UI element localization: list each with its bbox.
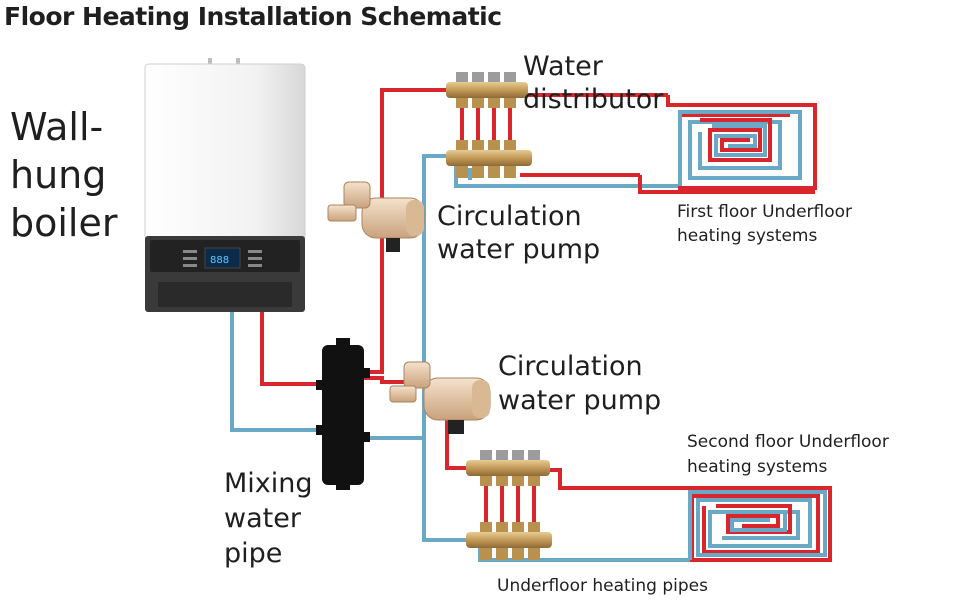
wall-hung-boiler: 888 (144, 58, 306, 312)
diagram-title: Floor Heating Installation Schematic (4, 2, 502, 31)
first-floor-return-manifold (446, 140, 532, 178)
underfloor-pipes-label: Underfloor heating pipes (497, 576, 708, 596)
distributor-label: Water distributor (523, 51, 664, 115)
pump-1-label-line-1: Circulation (437, 201, 582, 232)
pump-1-label: Circulation water pump (437, 201, 600, 265)
first-floor-supply-manifold (446, 72, 528, 108)
first-floor-label-line-1: First floor Underfloor (677, 202, 852, 222)
distributor-label-line-1: Water (523, 51, 604, 82)
boiler-label: Wall- hung boiler (10, 105, 118, 245)
circulation-pump-2 (389, 361, 491, 434)
second-floor-supply-manifold (466, 450, 550, 486)
pump-1-label-line-2: water pump (437, 234, 600, 265)
second-floor-return-manifold (466, 522, 552, 560)
mixing-pipe-label: Mixing water pipe (224, 468, 313, 569)
second-floor-label-line-2: heating systems (687, 457, 827, 477)
pump-2-label-line-1: Circulation (498, 351, 643, 382)
distributor-label-line-2: distributor (523, 84, 664, 115)
circulation-pump-1 (327, 181, 425, 252)
boiler-label-line-3: boiler (10, 201, 118, 245)
mixing-water-pipe (316, 338, 370, 490)
mixing-pipe-label-line-2: water (224, 503, 302, 534)
boiler-label-line-2: hung (10, 153, 106, 197)
first-floor-heating-coil (520, 93, 817, 194)
pump-2-label-line-2: water pump (498, 385, 661, 416)
first-floor-label: First floor Underfloor heating systems (677, 202, 852, 246)
mixing-pipe-label-line-3: pipe (224, 538, 282, 569)
svg-text:888: 888 (210, 255, 229, 266)
mixing-pipe-label-line-1: Mixing (224, 468, 313, 499)
first-floor-label-line-2: heating systems (677, 226, 817, 246)
second-floor-label-line-1: Second floor Underfloor (687, 432, 889, 452)
boiler-label-line-1: Wall- (10, 105, 103, 149)
pump-2-label: Circulation water pump (498, 351, 661, 416)
second-floor-heating-coil (545, 468, 832, 562)
second-floor-label: Second floor Underfloor heating systems (687, 432, 889, 477)
